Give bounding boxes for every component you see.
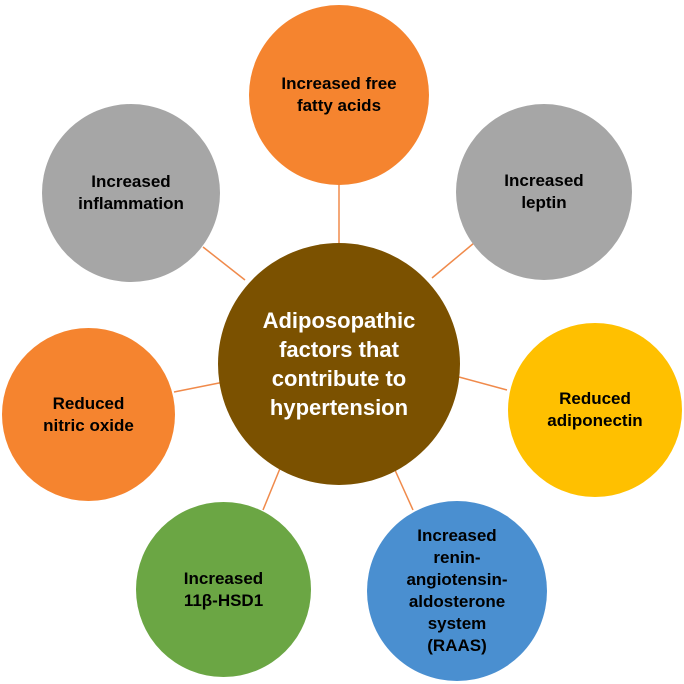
factor-free-fatty-acids: Increased free fatty acids	[249, 5, 429, 185]
factor-label: Increased inflammation	[78, 172, 184, 213]
connector-line-11b-hsd1	[262, 465, 282, 511]
factor-leptin: Increased leptin	[456, 104, 632, 280]
connector-line-nitric-oxide	[173, 381, 225, 393]
factor-nitric-oxide: Reduced nitric oxide	[2, 328, 175, 501]
connector-line-adiponectin	[458, 376, 508, 391]
factor-label: Reduced nitric oxide	[43, 393, 134, 435]
factor-11b-hsd1: Increased 11β-HSD1	[136, 502, 311, 677]
center-label: Adiposopathic factors that contribute to…	[262, 308, 416, 420]
connector-line-leptin	[431, 242, 475, 279]
factor-label: Increased renin- angiotensin- aldosteron…	[406, 526, 508, 655]
factor-raas: Increased renin- angiotensin- aldosteron…	[367, 501, 547, 681]
factor-adiponectin: Reduced adiponectin	[508, 323, 682, 497]
center-hypertension-node: Adiposopathic factors that contribute to…	[218, 243, 460, 485]
factor-label: Increased 11β-HSD1	[183, 568, 264, 610]
factor-label: Increased free fatty acids	[281, 74, 397, 115]
factor-label: Reduced adiponectin	[547, 389, 643, 430]
connector-line-inflammation	[202, 246, 246, 281]
factor-label: Increased leptin	[504, 171, 584, 212]
factor-inflammation: Increased inflammation	[42, 104, 220, 282]
